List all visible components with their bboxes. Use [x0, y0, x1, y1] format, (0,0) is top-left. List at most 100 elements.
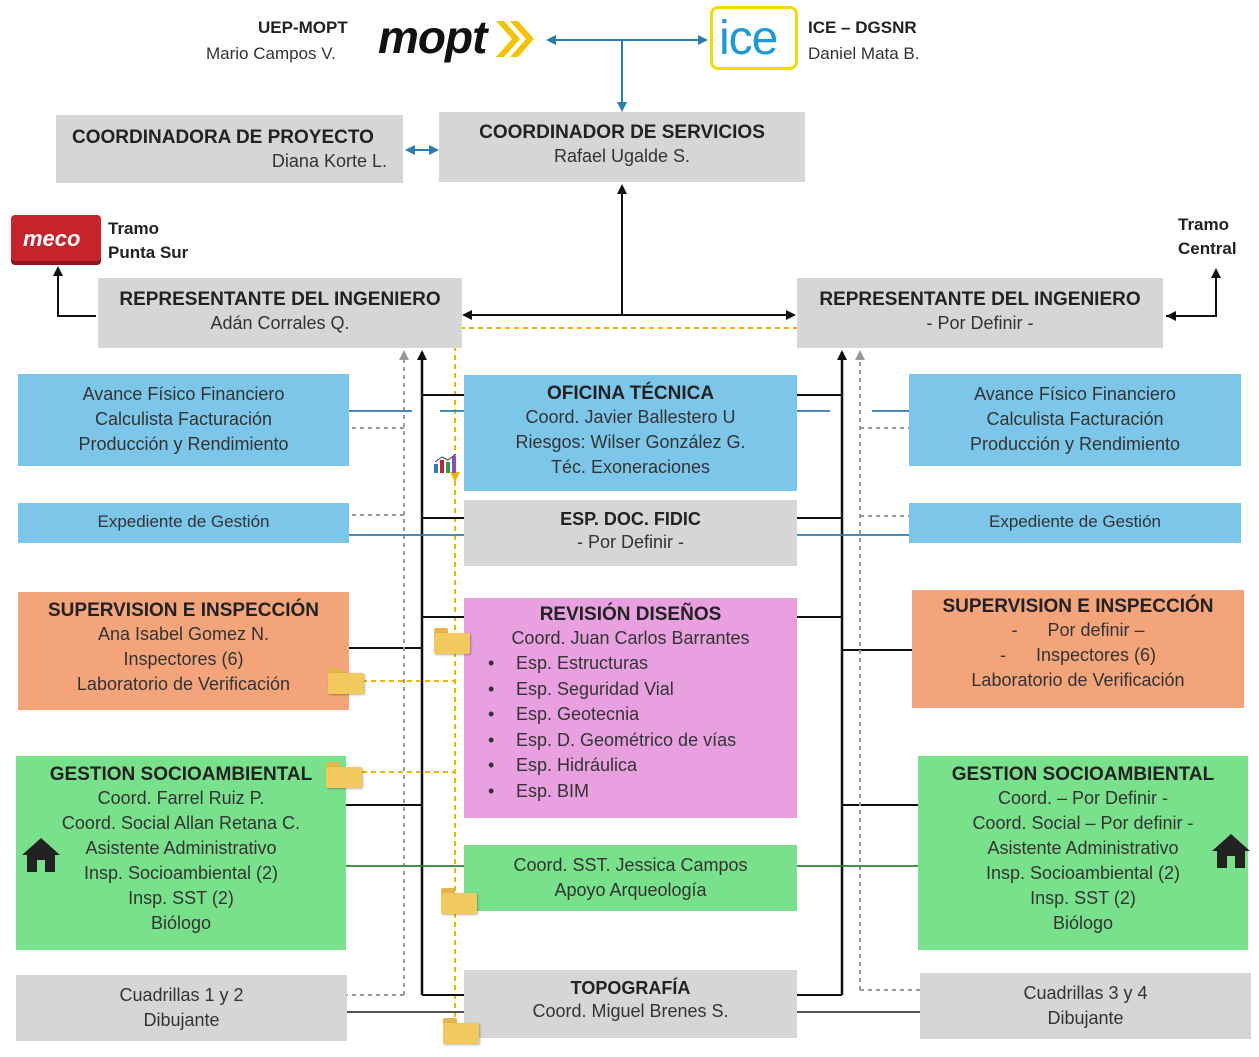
socioambiental-left-box: GESTION SOCIOAMBIENTAL Coord. Farrel Rui… [16, 756, 346, 950]
socio-right-line-5: Insp. SST (2) [1030, 888, 1136, 908]
supervision-right-line-1: - Por definir – [1011, 620, 1145, 640]
revision-item: Esp. BIM [488, 779, 793, 805]
avance-right-line-3: Producción y Rendimiento [969, 434, 1181, 454]
mopt-org-label: UEP-MOPT [258, 18, 348, 37]
folder-icon [434, 628, 470, 654]
representante-left-box: REPRESENTANTE DEL INGENIERO Adán Corrale… [98, 278, 462, 348]
topografia-title: TOPOGRAFÍA [570, 978, 691, 998]
socioambiental-right-box: GESTION SOCIOAMBIENTAL Coord. – Por Defi… [918, 756, 1248, 950]
coordinadora-proyecto-box: COORDINADORA DE PROYECTO Diana Korte L. [56, 115, 403, 183]
coordinadora-title: COORDINADORA DE PROYECTO [72, 127, 374, 148]
revision-title: REVISIÓN DISEÑOS [539, 604, 722, 625]
folder-icon [326, 762, 362, 788]
socio-right-title: GESTION SOCIOAMBIENTAL [951, 764, 1215, 785]
mopt-logo: mopt [378, 10, 543, 68]
avance-left-line-1: Avance Físico Financiero [82, 384, 285, 404]
revision-item: Esp. Geotecnia [488, 702, 793, 728]
rep-right-name: - Por Definir - [926, 313, 1034, 333]
fidic-name: - Por Definir - [576, 532, 684, 552]
cuadrillas-right-line-2: Dibujante [1047, 1008, 1124, 1028]
cuadrillas-left-box: Cuadrillas 1 y 2 Dibujante [16, 975, 347, 1041]
coordinador-servicios-box: COORDINADOR DE SERVICIOS Rafael Ugalde S… [439, 112, 805, 182]
supervision-left-line-2: Inspectores (6) [123, 649, 244, 669]
chart-icon [434, 453, 457, 473]
oficina-line-1: Coord. Javier Ballestero U [525, 407, 736, 427]
rep-left-title: REPRESENTANTE DEL INGENIERO [119, 289, 441, 310]
topografia-box: TOPOGRAFÍA Coord. Miguel Brenes S. [464, 970, 797, 1038]
folder-icon [443, 1018, 479, 1044]
socio-left-line-5: Insp. SST (2) [128, 888, 234, 908]
supervision-left-title: SUPERVISION E INSPECCIÓN [48, 600, 319, 621]
home-icon [1212, 834, 1250, 868]
supervision-left-box: SUPERVISION E INSPECCIÓN Ana Isabel Gome… [18, 592, 349, 710]
folder-icon [328, 668, 364, 694]
representante-right-box: REPRESENTANTE DEL INGENIERO - Por Defini… [797, 278, 1163, 348]
oficina-line-2: Riesgos: Wilser González G. [515, 432, 746, 452]
avance-right-line-2: Calculista Facturación [986, 409, 1164, 429]
socio-left-line-2: Coord. Social Allan Retana C. [61, 813, 301, 833]
ice-org-label: ICE – DGSNR [808, 18, 917, 37]
coordinador-title: COORDINADOR DE SERVICIOS [479, 122, 765, 143]
oficina-tecnica-box: OFICINA TÉCNICA Coord. Javier Ballestero… [464, 375, 797, 491]
oficina-title: OFICINA TÉCNICA [546, 383, 715, 404]
socio-right-line-3: Asistente Administrativo [987, 838, 1179, 858]
avance-left-box: Avance Físico Financiero Calculista Fact… [18, 374, 349, 466]
folder-icon [441, 888, 477, 914]
revision-item: Esp. Seguridad Vial [488, 677, 793, 703]
revision-item: Esp. Estructuras [488, 651, 793, 677]
supervision-left-line-3: Laboratorio de Verificación [76, 674, 291, 694]
expediente-left-box: Expediente de Gestión [18, 503, 349, 543]
socio-right-line-2: Coord. Social – Por definir - [972, 813, 1194, 833]
avance-left-line-3: Producción y Rendimiento [78, 434, 289, 454]
expediente-right-label: Expediente de Gestión [988, 512, 1161, 531]
cuadrillas-left-line-2: Dibujante [143, 1010, 220, 1030]
rep-left-name: Adán Corrales Q. [210, 313, 350, 333]
avance-right-box: Avance Físico Financiero Calculista Fact… [909, 374, 1241, 466]
supervision-right-box: SUPERVISION E INSPECCIÓN - Por definir –… [912, 590, 1244, 708]
expediente-left-label: Expediente de Gestión [97, 512, 270, 531]
coordinadora-name: Diana Korte L. [271, 151, 387, 171]
socio-right-line-6: Biólogo [1052, 913, 1114, 933]
ice-logo: ICE [710, 6, 798, 70]
revision-list: Esp. Estructuras Esp. Seguridad Vial Esp… [468, 651, 793, 804]
revision-item: Esp. D. Geométrico de vías [488, 728, 793, 754]
meco-logo: MECO [11, 215, 101, 261]
cuadrillas-right-line-1: Cuadrillas 3 y 4 [1023, 983, 1148, 1003]
revision-coord: Coord. Juan Carlos Barrantes [511, 628, 750, 648]
socio-left-title: GESTION SOCIOAMBIENTAL [49, 764, 313, 785]
cuadrillas-right-box: Cuadrillas 3 y 4 Dibujante [920, 973, 1251, 1039]
revision-item: Esp. Hidráulica [488, 753, 793, 779]
meco-tramo-name: Punta Sur [108, 243, 189, 262]
socio-right-line-1: Coord. – Por Definir - [997, 788, 1169, 808]
mopt-person-label: Mario Campos V. [206, 44, 336, 63]
sst-box: Coord. SST. Jessica Campos Apoyo Arqueol… [464, 845, 797, 911]
fidic-title: ESP. DOC. FIDIC [560, 509, 701, 529]
mopt-chevron-icon [496, 21, 534, 57]
rep-right-title: REPRESENTANTE DEL INGENIERO [819, 289, 1141, 310]
expediente-right-box: Expediente de Gestión [909, 503, 1241, 543]
avance-right-line-1: Avance Físico Financiero [974, 384, 1176, 404]
ice-person-label: Daniel Mata B. [808, 44, 920, 63]
revision-disenos-box: REVISIÓN DISEÑOS Coord. Juan Carlos Barr… [464, 598, 797, 818]
socio-left-line-3: Asistente Administrativo [85, 838, 277, 858]
sst-line-2: Apoyo Arqueología [554, 880, 707, 900]
meco-tramo-label: Tramo [108, 219, 160, 238]
cuadrillas-left-line-1: Cuadrillas 1 y 2 [119, 985, 244, 1005]
supervision-right-line-2: - Inspectores (6) [999, 645, 1157, 665]
sst-line-1: Coord. SST. Jessica Campos [513, 855, 748, 875]
supervision-left-line-1: Ana Isabel Gomez N. [97, 624, 270, 644]
socio-left-line-1: Coord. Farrel Ruiz P. [97, 788, 265, 808]
supervision-right-line-3: Laboratorio de Verificación [971, 670, 1185, 690]
socio-left-line-4: Insp. Socioambiental (2) [83, 863, 279, 883]
fidic-box: ESP. DOC. FIDIC - Por Definir - [464, 500, 797, 566]
socio-right-line-4: Insp. Socioambiental (2) [985, 863, 1181, 883]
central-tramo-label: Tramo [1178, 215, 1230, 234]
avance-left-line-2: Calculista Facturación [94, 409, 273, 429]
supervision-right-title: SUPERVISION E INSPECCIÓN [942, 596, 1214, 617]
home-icon [22, 838, 60, 872]
central-tramo-name: Central [1178, 239, 1237, 258]
coordinador-name: Rafael Ugalde S. [553, 146, 691, 166]
socio-left-line-6: Biólogo [150, 913, 212, 933]
oficina-line-3: Téc. Exoneraciones [550, 457, 711, 477]
topografia-name: Coord. Miguel Brenes S. [532, 1001, 729, 1021]
